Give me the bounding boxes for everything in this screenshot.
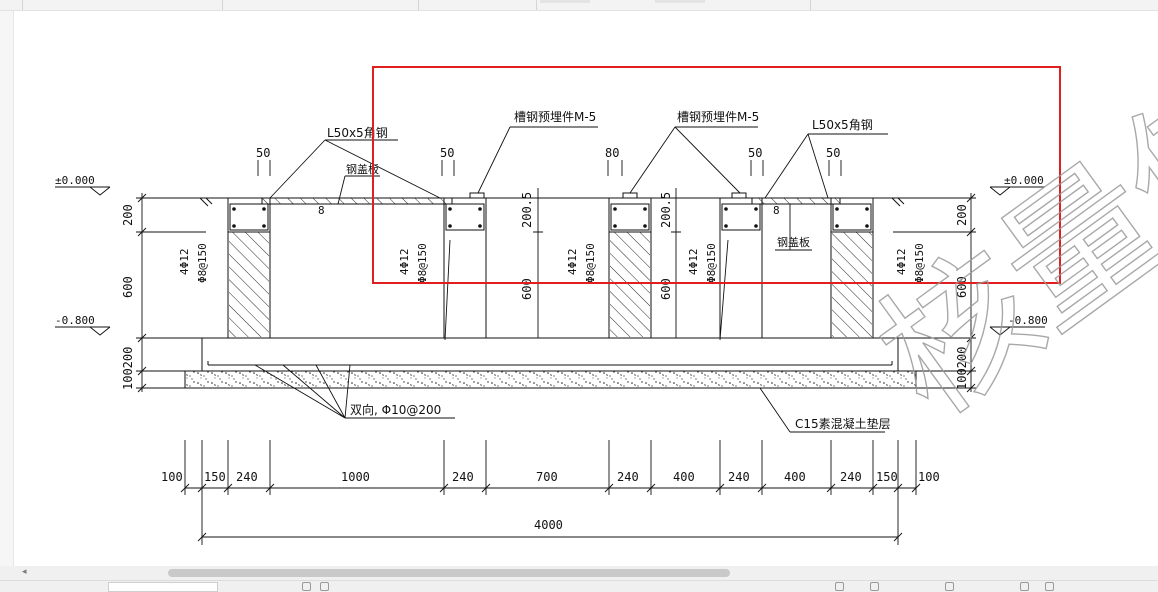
horizontal-scrollbar[interactable]: ◂ [0, 566, 1158, 580]
toolbar-separator [810, 0, 811, 10]
dim-bottom: 240 [617, 470, 639, 484]
cover-plate-label: 钢盖板 [346, 162, 379, 176]
dim-bottom: 150 [204, 470, 226, 484]
dim-vertical: 100200 [955, 347, 969, 390]
dim-total: 4000 [534, 518, 563, 532]
beams [228, 203, 873, 233]
dim-bottom: 240 [236, 470, 258, 484]
rebar-dots [232, 207, 869, 228]
dim-top: 50 [748, 146, 762, 160]
toolbar-icon[interactable] [1045, 582, 1054, 591]
rebar-label: 4Φ12 [687, 249, 700, 276]
dim-bottom: 240 [728, 470, 750, 484]
toolbar-tab[interactable] [655, 0, 705, 3]
labels: L50x5角钢 L50x5角钢 槽钢预埋件M-5 槽钢预埋件M-5 钢盖板 钢盖… [55, 110, 1048, 532]
dim-vertical: 200.5 [659, 192, 673, 228]
dim-top: 80 [605, 146, 619, 160]
dim-top: 50 [256, 146, 270, 160]
toolbar-separator [418, 0, 419, 10]
rebar-label: Φ8@150 [416, 243, 429, 283]
dim-top: 50 [826, 146, 840, 160]
rebar-label: 4Φ12 [398, 249, 411, 276]
wall-hatch [229, 232, 872, 337]
dim-top: 50 [440, 146, 454, 160]
toolbar-icon[interactable] [1020, 582, 1029, 591]
channel-embed-label: 槽钢预埋件M-5 [677, 110, 759, 124]
leader-lines [55, 126, 1045, 545]
structure-lines [190, 197, 910, 372]
base-slab [201, 337, 899, 372]
dim-vertical: 600 [520, 278, 534, 300]
dim-bottom: 1000 [341, 470, 370, 484]
dim-bottom: 400 [784, 470, 806, 484]
channel-embed-label: 槽钢预埋件M-5 [514, 110, 596, 124]
toolbar-separator [222, 0, 223, 10]
elevation-label: ±0.000 [55, 174, 95, 187]
elevation-label: -0.800 [55, 314, 95, 327]
dim-bottom: 240 [840, 470, 862, 484]
cover-plates [199, 192, 905, 207]
dim-bottom: 100 [918, 470, 940, 484]
toolbar-tab[interactable] [540, 0, 590, 3]
angle-steel-label: L50x5角钢 [812, 118, 873, 132]
rebar-label: 4Φ12 [895, 249, 908, 276]
angle-steel-label: L50x5角钢 [327, 126, 388, 140]
elevation-label: -0.800 [1008, 314, 1048, 327]
dim-vertical: 200.5 [520, 192, 534, 228]
elevation-label: ±0.000 [1004, 174, 1044, 187]
toolbar-separator [536, 0, 537, 10]
toolbar-icon[interactable] [870, 582, 879, 591]
left-ruler [0, 11, 14, 566]
dim-bottom: 240 [452, 470, 474, 484]
dim-bottom: 150 [876, 470, 898, 484]
scroll-left-icon[interactable]: ◂ [22, 567, 27, 577]
cad-drawing: L50x5角钢 L50x5角钢 槽钢预埋件M-5 槽钢预埋件M-5 钢盖板 钢盖… [55, 0, 1158, 545]
toolbar-icon[interactable] [945, 582, 954, 591]
plate-thickness: 8 [318, 204, 325, 217]
rebar-label: 4Φ12 [178, 249, 191, 276]
dim-vertical: 200 [121, 204, 135, 226]
rebar-label: 4Φ12 [566, 249, 579, 276]
dim-bottom: 700 [536, 470, 558, 484]
cushion-label: C15素混凝土垫层 [795, 416, 891, 431]
cushion-layer [184, 370, 917, 389]
dim-vertical: 600 [955, 276, 969, 298]
status-bar [0, 580, 1158, 592]
scroll-thumb[interactable] [168, 569, 730, 577]
wall [443, 197, 487, 339]
dim-vertical: 600 [659, 278, 673, 300]
toolbar-icon[interactable] [835, 582, 844, 591]
toolbar-icon[interactable] [320, 582, 329, 591]
cover-plate-label: 钢盖板 [777, 235, 810, 249]
toolbar-icon[interactable] [302, 582, 311, 591]
dim-vertical: 100200 [121, 347, 135, 390]
dim-bottom: 100 [161, 470, 183, 484]
top-toolbar [0, 0, 1158, 11]
highlight-box [372, 66, 1061, 284]
wall [719, 197, 763, 339]
dim-vertical: 600 [121, 276, 135, 298]
slab-rebar-label: 双向, Φ10@200 [350, 402, 441, 417]
dim-vertical: 200 [955, 204, 969, 226]
rebar-label: Φ8@150 [913, 243, 926, 283]
rebar-label: Φ8@150 [584, 243, 597, 283]
dim-bottom: 400 [673, 470, 695, 484]
toolbar-separator [22, 0, 23, 10]
rebar-label: Φ8@150 [196, 243, 209, 283]
plate-thickness: 8 [773, 204, 780, 217]
rebar-label: Φ8@150 [705, 243, 718, 283]
